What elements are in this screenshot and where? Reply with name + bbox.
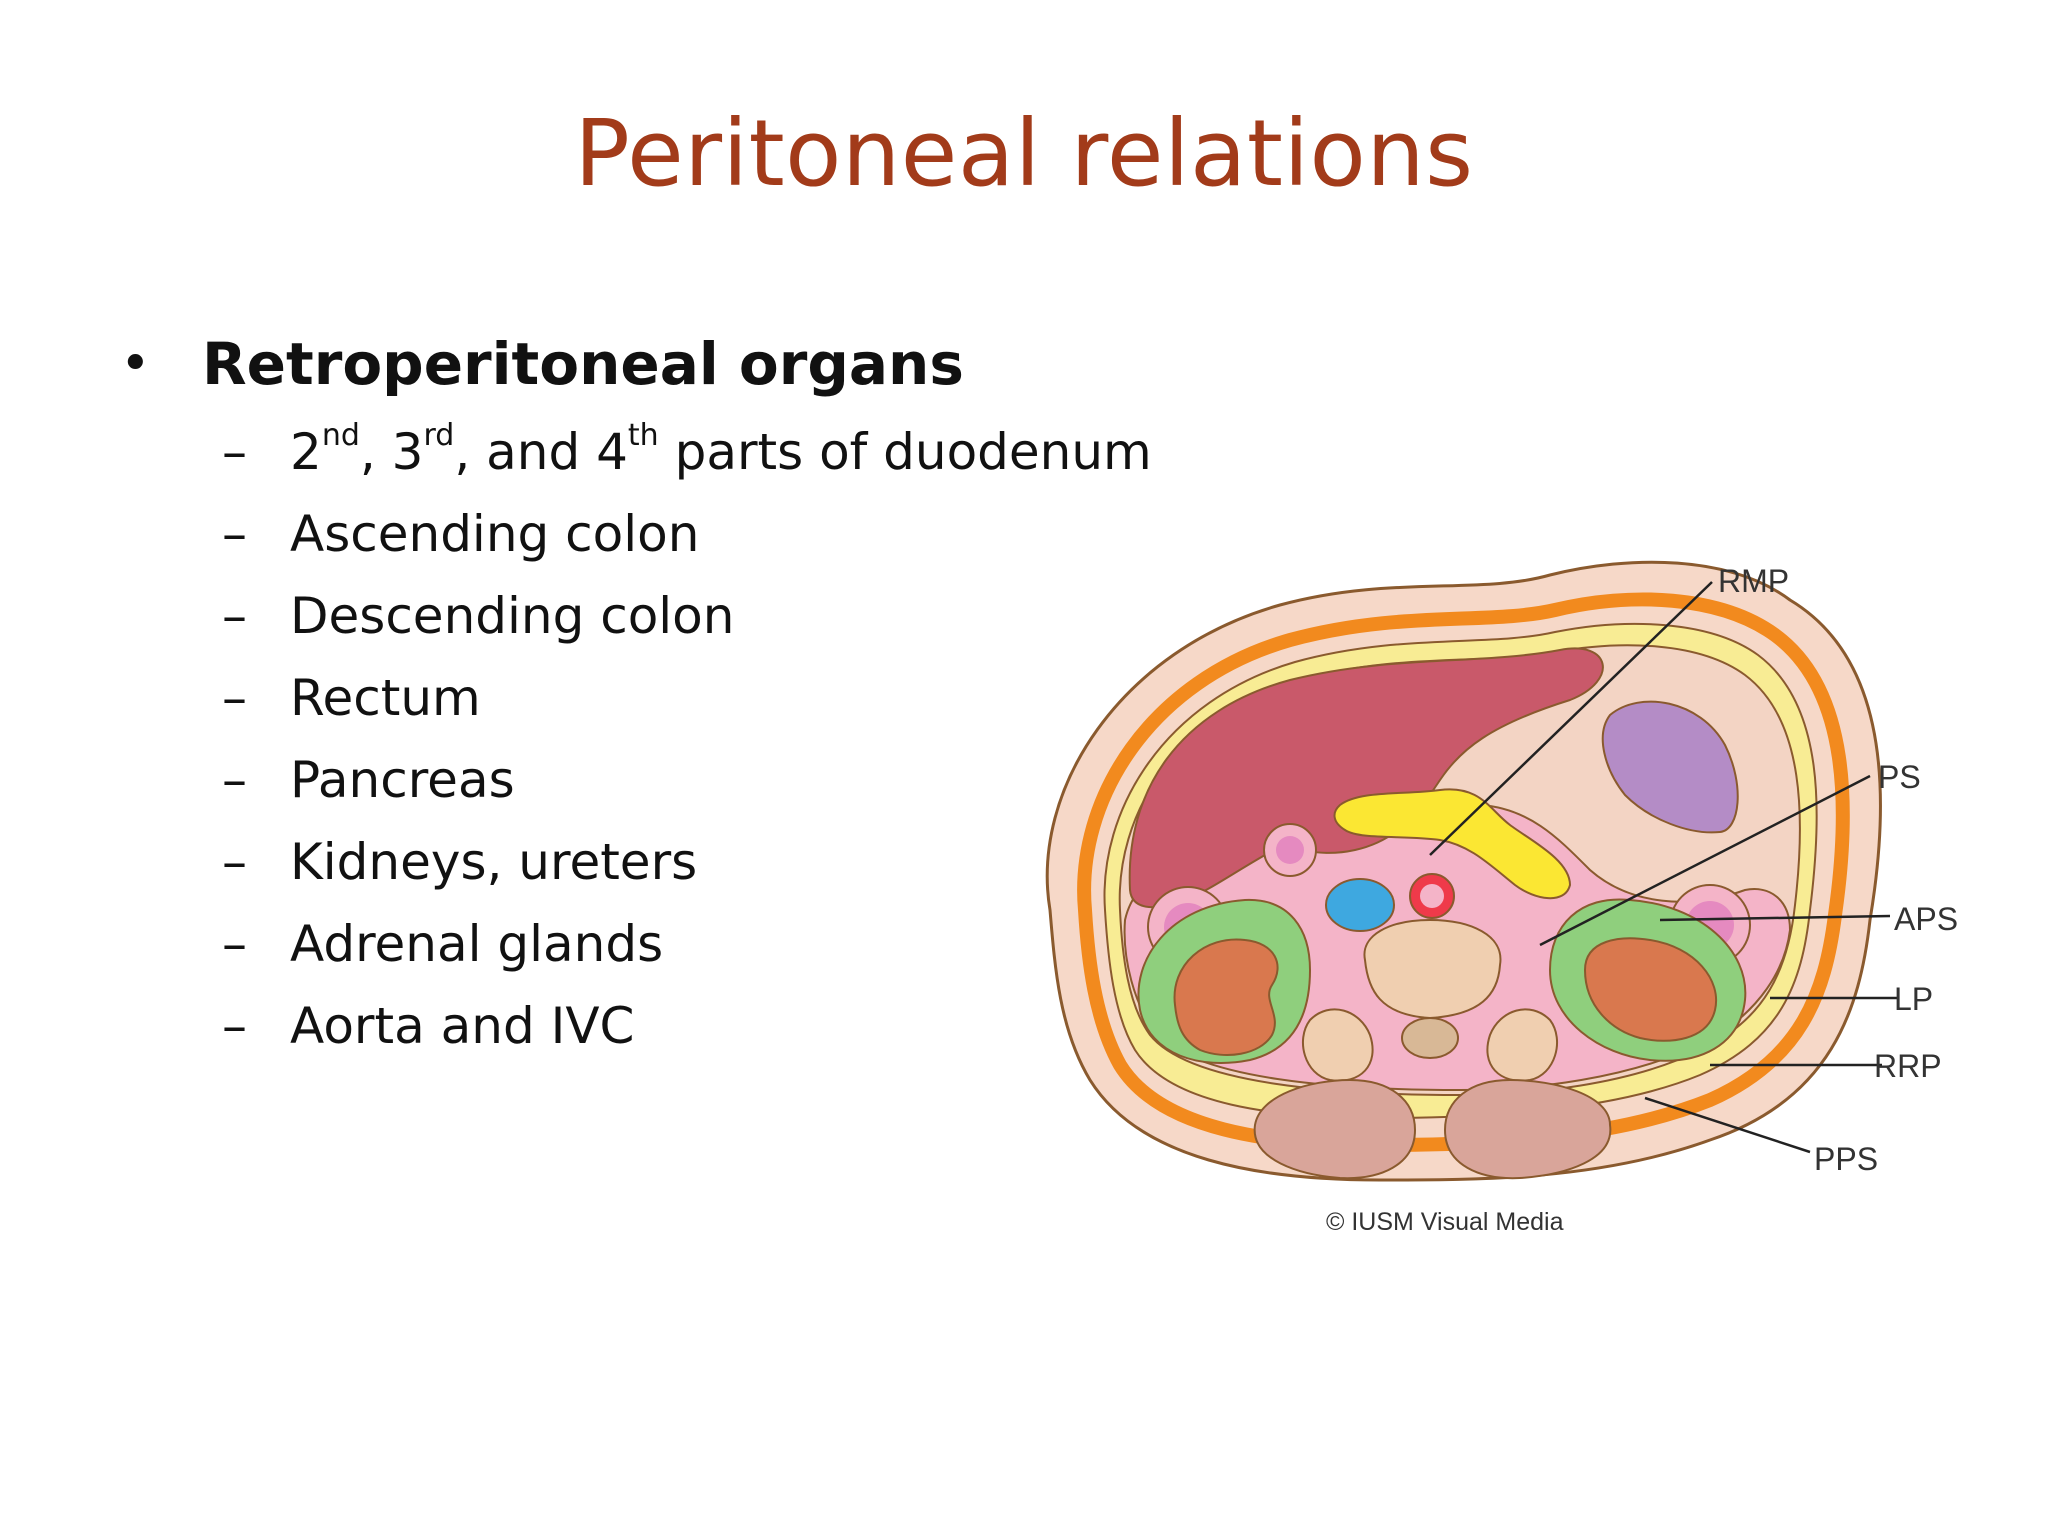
dash: – bbox=[222, 915, 247, 973]
back-muscle-right bbox=[1253, 1078, 1417, 1180]
list-item-pancreas: – Pancreas bbox=[222, 751, 1152, 833]
bullet-marker: • bbox=[120, 334, 151, 394]
label-rrp: RRP bbox=[1874, 1048, 1942, 1084]
dash: – bbox=[222, 833, 247, 891]
list-item-ascending-colon: – Ascending colon bbox=[222, 505, 1152, 587]
dash: – bbox=[222, 997, 247, 1055]
abdomen-cross-section-figure: RMP PS APS LP RRP PPS © IUSM Visual Medi… bbox=[1010, 540, 1970, 1264]
ordinal-2: 2 bbox=[290, 423, 322, 481]
dash: – bbox=[222, 669, 247, 727]
pancreas bbox=[1333, 788, 1572, 900]
ordinal-3: 3 bbox=[391, 423, 424, 481]
list-item-text: Kidneys, ureters bbox=[290, 833, 698, 891]
sub-list: – 2nd, 3rd, and 4th parts of duodenum – … bbox=[222, 421, 1152, 1079]
list-item-text: Pancreas bbox=[290, 751, 515, 809]
bullet-heading: Retroperitoneal organs bbox=[202, 330, 964, 398]
dash: – bbox=[222, 423, 247, 481]
psoas-left bbox=[1301, 1008, 1374, 1082]
ordinal-suffix-nd: nd bbox=[321, 418, 360, 453]
label-lp: LP bbox=[1894, 981, 1933, 1017]
figure-credit: © IUSM Visual Media bbox=[1326, 1208, 1564, 1236]
ordinal-4: 4 bbox=[596, 423, 628, 481]
dash: – bbox=[222, 587, 247, 645]
pointer-line-ps bbox=[1539, 774, 1871, 947]
left-kidney bbox=[1583, 937, 1718, 1042]
list-item-text: Aorta and IVC bbox=[290, 997, 635, 1055]
list-item-text: Ascending colon bbox=[290, 505, 700, 563]
list-item-text: Rectum bbox=[290, 669, 481, 727]
ivc bbox=[1325, 878, 1395, 932]
list-item-kidneys: – Kidneys, ureters bbox=[222, 833, 1152, 915]
aorta-lumen bbox=[1420, 884, 1444, 908]
list-item-text: Adrenal glands bbox=[290, 915, 664, 973]
pointer-line-rmp bbox=[1429, 581, 1713, 856]
bullet-retroperitoneal: • Retroperitoneal organs bbox=[120, 330, 964, 398]
pointer-line-aps bbox=[1659, 914, 1891, 922]
spleen bbox=[1601, 700, 1739, 834]
label-ps: PS bbox=[1878, 759, 1921, 795]
dash: – bbox=[222, 751, 247, 809]
psoas-right bbox=[1486, 1008, 1559, 1082]
list-item-rectum: – Rectum bbox=[222, 669, 1152, 751]
list-item-aorta: – Aorta and IVC bbox=[222, 997, 1152, 1079]
dash: – bbox=[222, 505, 247, 563]
liver bbox=[1128, 647, 1604, 909]
duodenum-text: 2nd, 3rd, and 4th parts of duodenum bbox=[290, 421, 1152, 482]
spinal-canal bbox=[1401, 1017, 1459, 1059]
duodenum-tail: parts of duodenum bbox=[658, 423, 1152, 481]
list-item-text: Descending colon bbox=[290, 587, 735, 645]
pointer-line-pps bbox=[1644, 1096, 1811, 1154]
slide-title: Peritoneal relations bbox=[574, 100, 1474, 207]
label-pps: PPS bbox=[1814, 1141, 1878, 1177]
label-aps: APS bbox=[1894, 901, 1958, 937]
abdominal-wall-band bbox=[1077, 592, 1850, 1153]
back-muscle-left bbox=[1443, 1078, 1612, 1180]
list-item-adrenal: – Adrenal glands bbox=[222, 915, 1152, 997]
list-item-descending-colon: – Descending colon bbox=[222, 587, 1152, 669]
ordinal-suffix-rd: rd bbox=[423, 418, 455, 453]
separator: , and bbox=[454, 423, 597, 481]
cross-section-svg: RMP PS APS LP RRP PPS © IUSM Visual Medi… bbox=[1045, 560, 1958, 1236]
duodenum-lumen bbox=[1276, 836, 1304, 864]
ordinal-suffix-th: th bbox=[627, 418, 659, 453]
vertebral-body bbox=[1363, 918, 1502, 1020]
right-kidney bbox=[1173, 938, 1279, 1056]
label-rmp: RMP bbox=[1718, 563, 1789, 599]
separator: , bbox=[359, 423, 392, 481]
list-item-duodenum: – 2nd, 3rd, and 4th parts of duodenum bbox=[222, 421, 1152, 505]
